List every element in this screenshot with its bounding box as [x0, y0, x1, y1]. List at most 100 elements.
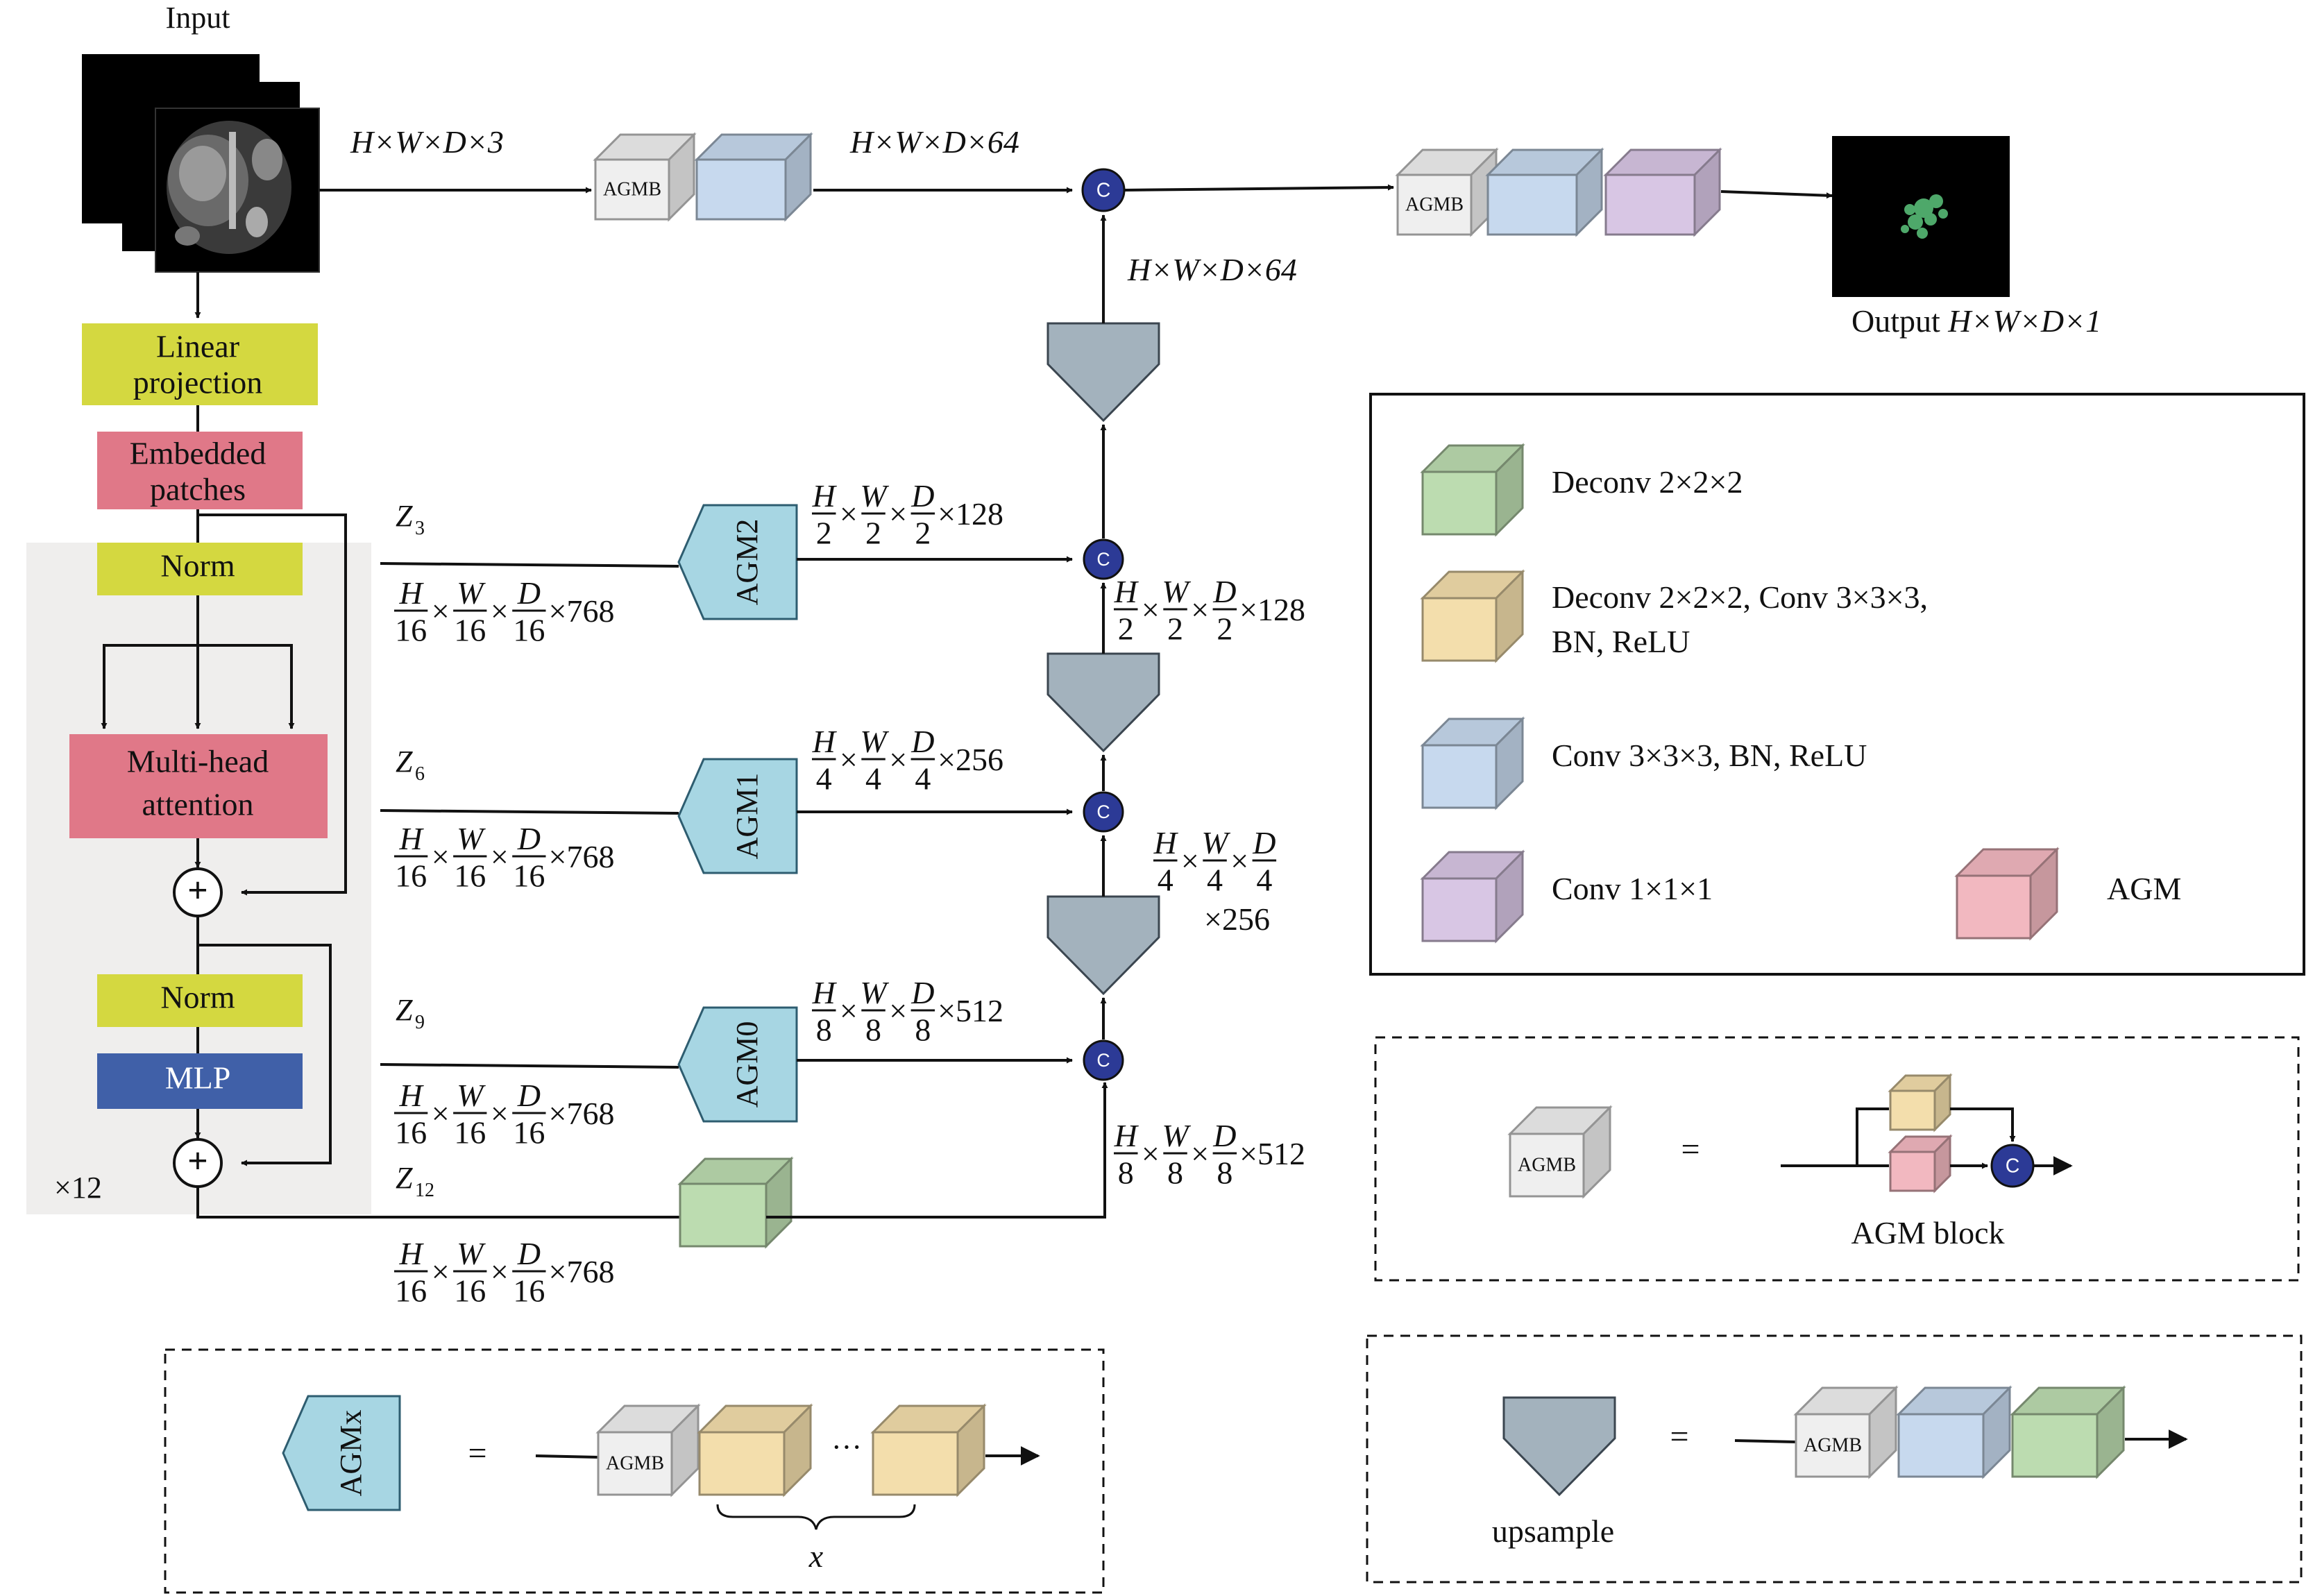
upsample-def-caption: upsample — [1492, 1513, 1614, 1549]
final-agmb-block: AGMB — [1395, 147, 1499, 237]
upsample-definition-box — [1366, 1334, 2303, 1584]
legend-item-3-label: Conv 1×1×1 — [1552, 871, 1713, 906]
mlp-label: MLP — [165, 1060, 231, 1096]
skip-9-out-dims-num-1: W — [860, 975, 889, 1010]
mid-dims-1-tail: ×128 — [1239, 592, 1305, 627]
legend-item-3-cube — [1420, 849, 1525, 944]
concat-to-final-arrow — [1124, 184, 1394, 192]
upsample-def-deconv-cube — [2010, 1385, 2126, 1479]
legend-item-4-label: AGM — [2107, 871, 2181, 906]
skip-9-agm-label: AGM0 — [730, 1021, 764, 1108]
mid-dims-2-num-1: W — [1201, 825, 1230, 860]
skip-9-in-dims-tail: ×768 — [549, 1096, 615, 1131]
mid-dims-3-num-1: W — [1162, 1118, 1191, 1153]
upsample-def-conv-cube-front — [1897, 1413, 1985, 1478]
skip-3-z-sub: 3 — [415, 518, 425, 539]
attention-line1: Multi-head — [127, 744, 269, 779]
mid-dims-1-den-2: 2 — [1217, 611, 1232, 647]
residual-1-line — [198, 513, 347, 896]
skip-9-agm: AGM0 — [677, 1006, 798, 1123]
top-agmb-cube-label: AGMB — [603, 178, 661, 200]
concat-top-circle — [1081, 168, 1126, 212]
upsample-def-agmb-cube-front — [1795, 1413, 1871, 1478]
skip-12-in-dims-den-2: 16 — [513, 1273, 545, 1309]
agmx-def-first-cube-front — [698, 1431, 786, 1496]
final-conv-cube-front — [1486, 173, 1578, 236]
embedded-patches-line2: patches — [150, 472, 246, 507]
skip-12-in-dims-num-2: D — [517, 1236, 541, 1271]
skip-6-in-dims-den-1: 16 — [454, 858, 486, 894]
agmx-def-shape-label: AGMx — [334, 1410, 368, 1497]
skip-6-out-dims-den-1: 4 — [865, 761, 881, 797]
final-agmb-cube-front — [1396, 173, 1473, 236]
agmb-def-concat: C — [1990, 1144, 2035, 1188]
output-dims: H×W×D×1 — [1947, 303, 2101, 339]
skip-9-in-dims-num-0: H — [399, 1078, 425, 1113]
output-caption: Output H×W×D×1 — [1851, 303, 2101, 339]
skip-12-deconv-cube — [677, 1156, 794, 1249]
upsample-def-equals: = — [1670, 1418, 1688, 1455]
skip-6-out-dims-den-0: 4 — [816, 761, 832, 797]
agmx-def-shape-shape — [282, 1395, 401, 1511]
upsample-definition: upsample=AGMB — [1492, 1385, 2188, 1549]
mid-dims-3-den-1: 8 — [1167, 1155, 1183, 1191]
skip-6-out-dims-times-1: × — [889, 742, 907, 777]
add-node-1: + — [173, 867, 223, 917]
skip-12-in-dims-tail: ×768 — [549, 1254, 615, 1289]
mid-dims-2-num-2: D — [1252, 825, 1276, 860]
concat-agm0: C — [1083, 1039, 1124, 1081]
skip-6-in-dims-num-2: D — [517, 821, 541, 856]
skip-3-agm: AGM2 — [677, 504, 798, 620]
skip-6-out-dims-num-0: H — [812, 724, 838, 759]
repeat-label: ×12 — [54, 1171, 102, 1205]
skip-9-out-dims-tail: ×512 — [938, 993, 1003, 1028]
mid-dims-1-num-1: W — [1162, 574, 1191, 609]
concat-agm0-circle — [1083, 1039, 1124, 1081]
legend-item-1-cube-front — [1421, 597, 1498, 662]
final-conv-block — [1485, 147, 1604, 237]
mid-dims-1-times-1: × — [1191, 592, 1209, 627]
final-conv1-cube — [1603, 147, 1722, 237]
skip-3-line — [380, 562, 679, 568]
skip-12-in-dims: H16×W16×D16×768 — [394, 1236, 614, 1309]
concat-top-label: C — [1096, 180, 1111, 202]
skip-6-out-dims: H4×W4×D4×256 — [812, 724, 1003, 797]
skip-9-out-dims-den-1: 8 — [865, 1012, 881, 1048]
legend-item-3-cube-front — [1421, 877, 1498, 942]
legend-item-2-label: Conv 3×3×3, BN, ReLU — [1552, 738, 1867, 773]
agmx-def-ellipsis: ··· — [831, 1430, 862, 1464]
skip-3-in-dims-tail: ×768 — [549, 593, 615, 629]
mid-dims-2-den-1: 4 — [1207, 863, 1223, 898]
mid-dims-1-den-0: 2 — [1118, 611, 1134, 647]
agmx-definition: AGMx=AGMB···x — [282, 1395, 1040, 1574]
top-conv-cube — [694, 132, 813, 222]
skip-6-out-dims-den-2: 4 — [915, 761, 931, 797]
mid-dims-3-num-2: D — [1212, 1118, 1236, 1153]
skip-3-in-dims-times-1: × — [491, 593, 509, 629]
skip-9-in-dims-num-2: D — [517, 1078, 541, 1113]
mid-dims-3-den-2: 8 — [1217, 1155, 1232, 1191]
input-image-stack — [82, 54, 320, 273]
agmx-def-first-cube — [697, 1403, 813, 1497]
concat-top: C — [1081, 168, 1126, 212]
agmx-def-last-cube — [870, 1403, 987, 1497]
skip-6-agm-label: AGM1 — [730, 773, 764, 860]
skip-9-in-dims-den-2: 16 — [513, 1115, 545, 1151]
skip-9-in-dims: H16×W16×D16×768 — [394, 1078, 614, 1151]
mid-dims-1-num-0: H — [1114, 574, 1139, 609]
legend-item-0-cube — [1420, 443, 1525, 537]
top-agmb-cube: AGMB — [593, 132, 697, 222]
legend-item-4-cube-front — [1956, 874, 2032, 940]
skip-9-out-dims-num-2: D — [910, 975, 934, 1010]
skip-3-out-dims-num-2: D — [910, 478, 934, 513]
multi-head-attention-box — [69, 734, 328, 838]
skip-3-in-dims-num-1: W — [457, 575, 486, 611]
skip-9-out-dims-den-2: 8 — [915, 1012, 931, 1048]
agmb-def-agm-cube — [1888, 1134, 1953, 1194]
norm-1-box — [97, 543, 303, 595]
svg-text:Output H×W×D×1: Output H×W×D×1 — [1851, 303, 2101, 339]
agmx-def-last-cube-front — [872, 1431, 959, 1496]
legend-item-0-cube-front — [1421, 470, 1498, 536]
input-dims-label: H×W×D×3 — [350, 124, 504, 160]
